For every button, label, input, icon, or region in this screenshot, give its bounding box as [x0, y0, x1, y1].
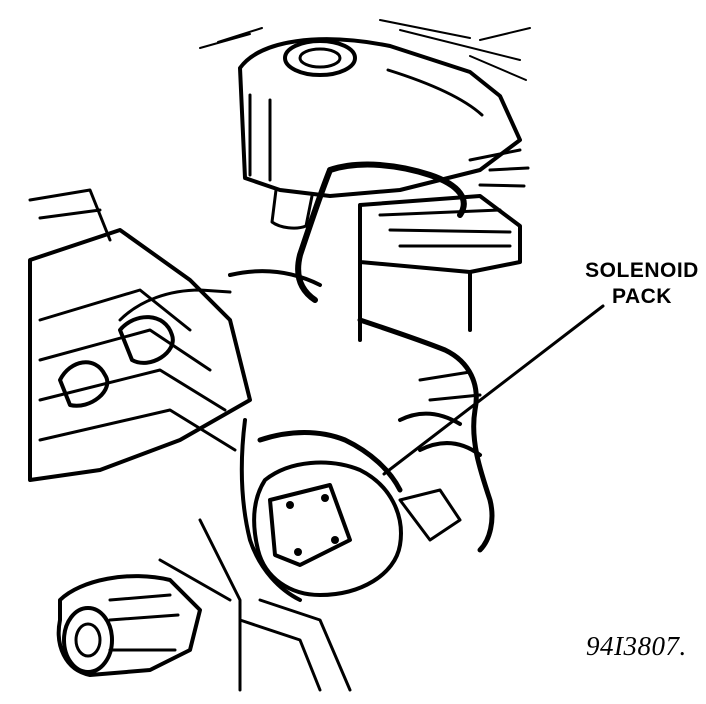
callout-label-line2: PACK: [612, 285, 672, 308]
air-cleaner-housing: [199, 19, 531, 230]
starter-motor: [56, 518, 352, 692]
battery-block: [358, 148, 530, 342]
figure-id: 94I3807.: [586, 631, 687, 661]
intake-manifold: [28, 188, 252, 482]
callout-label-line1: SOLENOID: [585, 259, 699, 282]
callout-leader-line: [382, 304, 605, 476]
transmission-housing: [252, 370, 482, 597]
